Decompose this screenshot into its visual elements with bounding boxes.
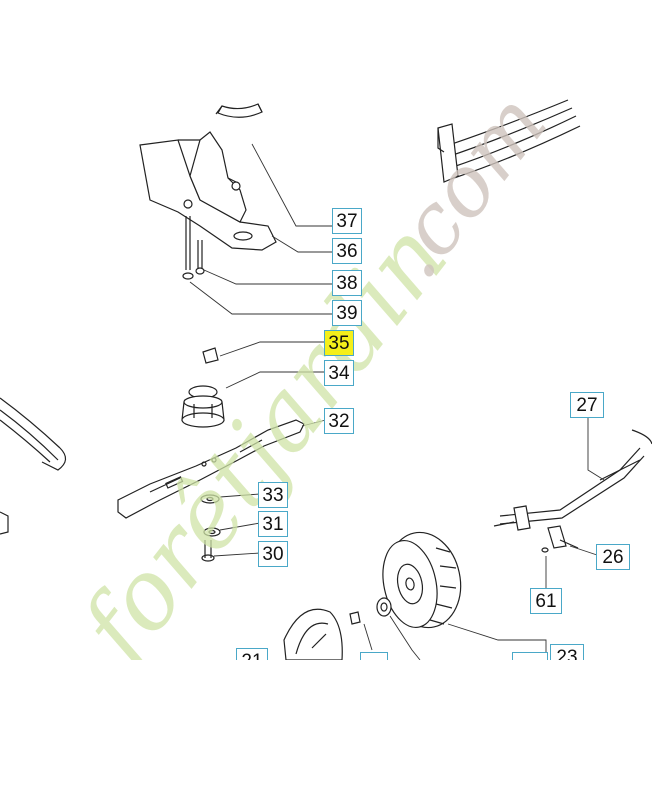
label-26: 26 [596, 544, 630, 570]
label-33: 33 [258, 482, 288, 508]
label-61: 61 [530, 588, 562, 614]
part-rear-wheel [382, 531, 462, 629]
label-32: 32 [324, 408, 354, 434]
label-partial-box-b [512, 652, 548, 662]
bottom-fade [0, 660, 652, 800]
part-washers-bolt [200, 494, 221, 562]
label-35: 35 [324, 330, 354, 356]
label-34: 34 [324, 360, 354, 386]
part-screws [182, 216, 205, 280]
part-left-belt [0, 397, 67, 535]
label-38: 38 [332, 270, 362, 296]
part-clip [215, 103, 263, 118]
label-39: 39 [332, 300, 362, 326]
label-36: 36 [332, 238, 362, 264]
part-shroud [139, 131, 277, 251]
part-blade [117, 419, 305, 519]
label-21: 21 [236, 648, 268, 662]
label-30: 30 [258, 541, 288, 567]
part-blade-adapter [181, 385, 225, 428]
part-handle-strap [437, 99, 581, 183]
label-31: 31 [258, 511, 288, 537]
part-front-wheel [283, 608, 343, 661]
part-nut-washer [349, 597, 392, 625]
label-27: 27 [570, 392, 604, 418]
part-axle [493, 429, 652, 553]
part-key [202, 347, 219, 364]
label-37: 37 [332, 208, 362, 234]
label-partial-box-a [360, 652, 388, 662]
